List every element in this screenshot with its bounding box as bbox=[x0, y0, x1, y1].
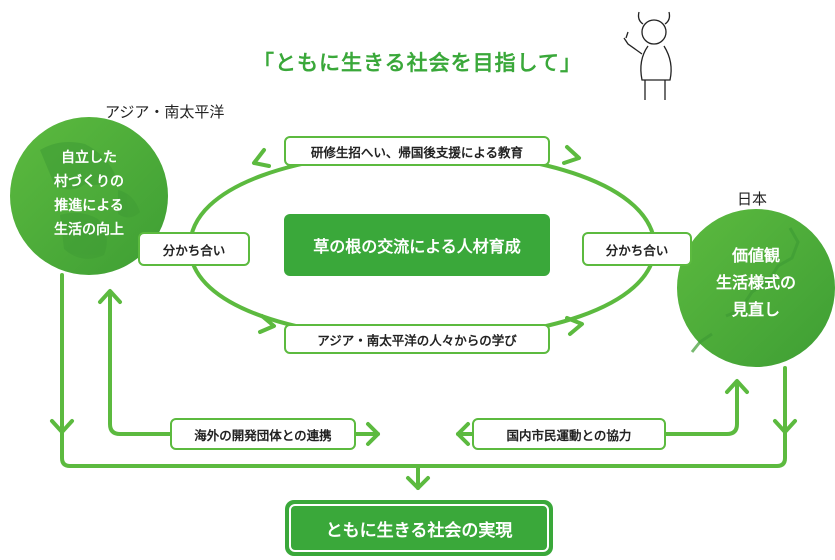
person-illustration bbox=[623, 11, 672, 100]
japan-region-label: 日本 bbox=[737, 190, 768, 208]
japan-circle bbox=[677, 209, 835, 367]
page-title: 「ともに生きる社会を目指して」 bbox=[253, 51, 582, 75]
result-box: ともに生きる社会の実現 bbox=[285, 500, 553, 556]
bottom-flow-label: アジア・南太平洋の人々からの学び bbox=[284, 324, 550, 354]
japan-line-3: 見直し bbox=[731, 300, 780, 319]
globe-icon bbox=[40, 142, 140, 259]
asia-line-4: 生活の向上 bbox=[54, 222, 124, 238]
share-left-label: 分かち合い bbox=[138, 232, 250, 266]
asia-circle bbox=[10, 117, 168, 275]
japan-circle-text: 価値観 生活様式の 見直し bbox=[691, 242, 821, 323]
asia-line-1: 自立した bbox=[61, 150, 117, 166]
top-flow-label: 研修生招へい、帰国後支援による教育 bbox=[284, 136, 550, 166]
overseas-flow-label: 海外の開発団体との連携 bbox=[170, 418, 356, 450]
asia-line-3: 推進による bbox=[54, 198, 124, 214]
share-right-label: 分かち合い bbox=[582, 232, 692, 266]
asia-region-label: アジア・南太平洋 bbox=[105, 103, 225, 121]
domestic-flow-label: 国内市民運動との協力 bbox=[472, 418, 666, 450]
connection-lines bbox=[50, 273, 797, 490]
result-text: ともに生きる社会の実現 bbox=[289, 504, 549, 552]
japan-map-icon bbox=[690, 227, 800, 353]
japan-line-1: 価値観 bbox=[731, 246, 780, 265]
loop-arrowheads bbox=[252, 145, 584, 336]
center-box: 草の根の交流による人材育成 bbox=[284, 214, 550, 276]
asia-line-2: 村づくりの bbox=[54, 174, 124, 190]
japan-line-2: 生活様式の bbox=[715, 273, 796, 292]
asia-circle-text: 自立した 村づくりの 推進による 生活の向上 bbox=[24, 146, 154, 242]
